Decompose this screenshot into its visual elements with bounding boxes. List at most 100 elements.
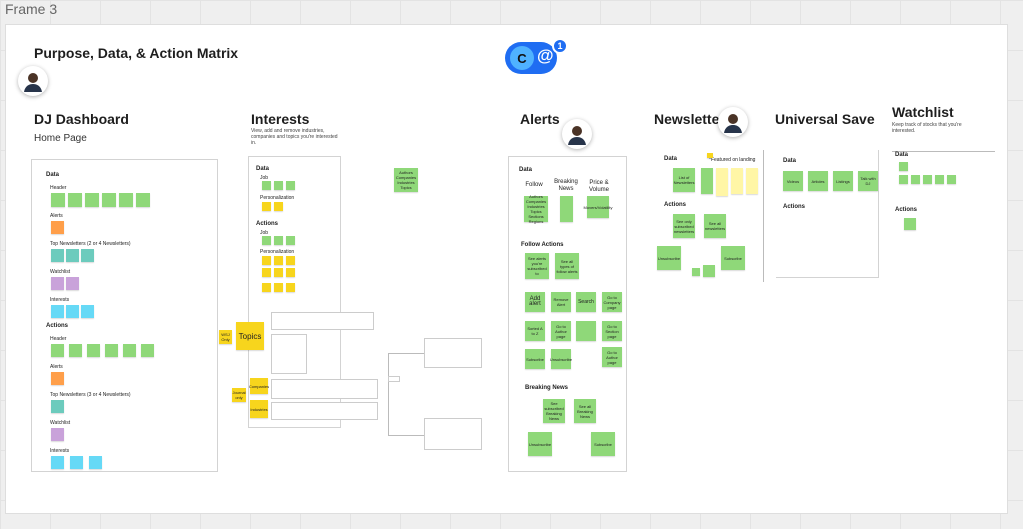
sticky-note[interactable]: Subscribe [591,432,615,456]
sticky-note[interactable] [716,182,728,196]
sticky-note[interactable] [51,400,64,413]
sticky-note[interactable] [911,175,920,184]
sticky-note[interactable] [262,283,271,292]
sticky-note[interactable]: Search [576,292,596,312]
sticky-note[interactable]: Go to Author page [551,321,571,341]
sticky-note[interactable] [66,305,79,318]
sticky-note[interactable] [89,456,102,469]
sticky-note[interactable]: See all newsletters [704,214,726,238]
ui-mockup[interactable] [271,379,378,399]
sticky-note[interactable] [947,175,956,184]
sticky-note[interactable]: Authors Companies Industries Topics Sect… [524,194,548,224]
sticky-note[interactable]: See alerts you're subscribed to [525,253,549,279]
sticky-note[interactable]: See only subscribed newsletters [673,214,695,238]
sticky-note[interactable] [899,175,908,184]
sticky-note[interactable] [102,193,116,207]
sticky-note[interactable] [105,344,118,357]
sticky-note[interactable] [746,168,758,194]
sticky-note[interactable] [119,193,133,207]
sticky-note[interactable] [51,277,64,290]
sticky-note[interactable]: Add alert [525,292,545,312]
sticky-note[interactable] [51,372,64,385]
sticky-note[interactable]: Companies [249,378,269,394]
sticky-note[interactable] [274,268,283,277]
sticky-note[interactable] [51,221,64,234]
sticky-note[interactable]: Sorted A to Z [525,321,545,341]
sticky-note[interactable]: Go to Author page [602,347,622,367]
sticky-note[interactable]: Unsubscribe [550,349,572,369]
sticky-note[interactable] [51,428,64,441]
sticky-note[interactable]: Topics [236,322,264,350]
ui-mockup[interactable] [271,312,374,330]
sticky-note[interactable] [123,344,136,357]
sticky-note[interactable]: Movers/Volatility [584,196,612,218]
sticky-note[interactable] [899,162,908,171]
sticky-note[interactable] [51,249,64,262]
sticky-note[interactable] [274,236,283,245]
sticky-note[interactable] [286,283,295,292]
ui-mockup[interactable] [271,334,307,374]
ui-mockup[interactable] [388,376,400,382]
sticky-note[interactable] [70,456,83,469]
sticky-note[interactable] [923,175,932,184]
sticky-note[interactable]: Go to Section page [602,321,622,341]
sticky-note[interactable]: Talk with DJ [858,171,878,191]
sticky-note[interactable]: Authors Companies Industries Topics [394,168,418,192]
sticky-note[interactable]: See all Breaking News [574,399,596,423]
sticky-note[interactable] [286,181,295,190]
sticky-note[interactable] [69,344,82,357]
sticky-note[interactable] [262,236,271,245]
sticky-note[interactable] [904,218,916,230]
sticky-note[interactable]: See all types of follow alerts [555,253,579,279]
avatar[interactable] [562,119,592,149]
sticky-note[interactable]: Industries [250,400,268,418]
sticky-note[interactable] [286,256,295,265]
sticky-note[interactable]: Articles [808,171,828,191]
sticky-note[interactable] [262,268,271,277]
sticky-note[interactable]: Subscribe [721,246,745,270]
frame-label[interactable]: Frame 3 [5,1,58,17]
sticky-note[interactable]: Remove Alert [551,292,571,312]
sticky-note[interactable] [262,181,271,190]
sticky-note[interactable] [701,168,713,194]
sticky-note[interactable] [51,456,64,469]
sticky-note[interactable]: List of Newsletters [673,168,695,192]
sticky-note[interactable] [576,321,596,341]
ui-mockup[interactable] [424,418,482,450]
sticky-note[interactable] [66,277,79,290]
sticky-note[interactable] [81,249,94,262]
sticky-note[interactable] [703,265,715,277]
sticky-note[interactable] [274,202,283,211]
ui-mockup[interactable] [424,338,482,368]
sticky-note[interactable] [262,202,271,211]
avatar[interactable] [18,66,48,96]
sticky-note[interactable] [87,344,100,357]
sticky-note[interactable] [136,193,150,207]
ui-mockup[interactable] [271,402,378,420]
sticky-note[interactable] [716,168,728,182]
sticky-note[interactable] [274,283,283,292]
sticky-note[interactable] [262,256,271,265]
sticky-note[interactable] [935,175,944,184]
sticky-note[interactable] [274,256,283,265]
sticky-note[interactable] [274,181,283,190]
sticky-note[interactable] [68,193,82,207]
sticky-note[interactable] [81,305,94,318]
sticky-note[interactable] [51,305,64,318]
sticky-note[interactable]: Subscribe [525,349,545,369]
sticky-note[interactable]: Videos [783,171,803,191]
sticky-note[interactable]: Unsubscribe [528,432,552,456]
sticky-note[interactable]: Go to Company page [602,292,622,312]
sticky-note[interactable] [731,168,743,194]
sticky-note[interactable] [141,344,154,357]
sticky-note[interactable]: Journal only [232,388,246,402]
sticky-note[interactable] [707,153,713,158]
sticky-note[interactable]: See subscribed Breaking News [543,399,565,423]
sticky-note[interactable]: Unsubscribe [657,246,681,270]
sticky-note[interactable] [85,193,99,207]
sticky-note[interactable] [286,236,295,245]
collaborator-badge[interactable]: C @ 1 [505,38,568,76]
sticky-note[interactable] [560,196,573,222]
sticky-note[interactable] [51,193,65,207]
sticky-note[interactable] [66,249,79,262]
